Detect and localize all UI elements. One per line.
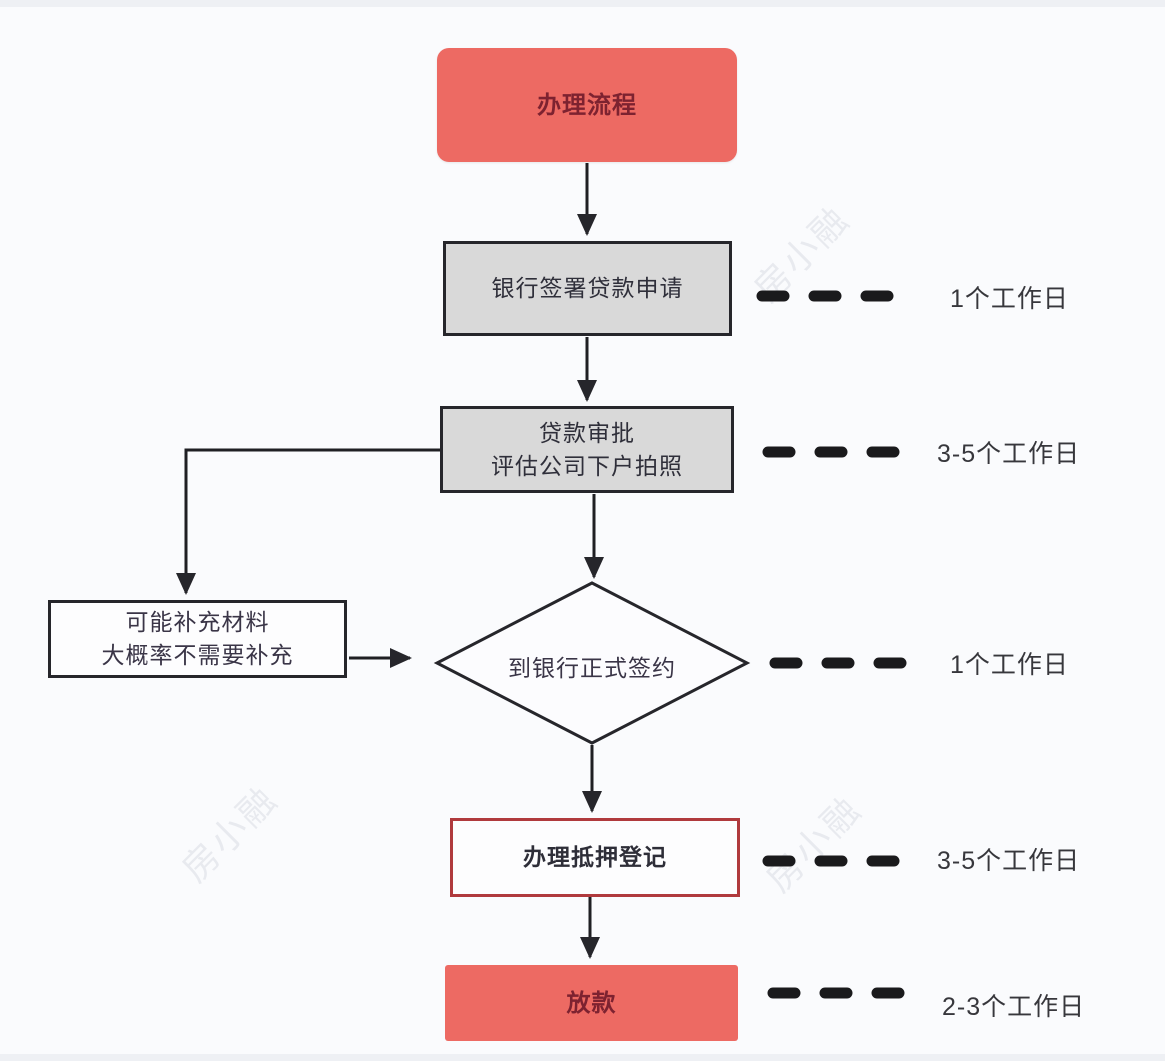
- node-disbursement: 放款: [445, 965, 738, 1041]
- bottom-edge-strip: [0, 1054, 1165, 1061]
- node-loan-approval-line1: 贷款审批: [539, 419, 635, 446]
- node-formal-signing-label: 到银行正式签约: [508, 655, 676, 681]
- node-supplement-materials-line1: 可能补充材料: [125, 609, 270, 635]
- node-loan-approval-line2: 评估公司下户拍照: [491, 452, 683, 479]
- node-loan-approval: 贷款审批 评估公司下户拍照: [440, 406, 734, 493]
- top-edge-strip: [0, 0, 1165, 7]
- node-supplement-materials-line2: 大概率不需要补充: [101, 642, 294, 668]
- duration-label-4: 3-5个工作日: [937, 847, 1081, 875]
- node-process-title-label: 办理流程: [537, 91, 637, 119]
- duration-label-5: 2-3个工作日: [942, 993, 1086, 1021]
- decision-diamond-shape: [433, 581, 751, 745]
- node-process-title: 办理流程: [437, 48, 737, 162]
- node-supplement-materials: 可能补充材料 大概率不需要补充: [48, 600, 347, 678]
- arrow-approval-to-supplement: [176, 448, 440, 595]
- node-sign-loan-application-label: 银行签署贷款申请: [491, 275, 684, 301]
- node-sign-loan-application: 银行签署贷款申请: [443, 241, 732, 336]
- duration-label-3: 1个工作日: [950, 651, 1069, 679]
- node-mortgage-registration: 办理抵押登记: [450, 818, 740, 897]
- node-disbursement-label: 放款: [566, 989, 617, 1017]
- duration-label-2: 3-5个工作日: [937, 440, 1081, 468]
- node-mortgage-registration-label: 办理抵押登记: [523, 844, 667, 870]
- duration-label-1: 1个工作日: [950, 285, 1069, 313]
